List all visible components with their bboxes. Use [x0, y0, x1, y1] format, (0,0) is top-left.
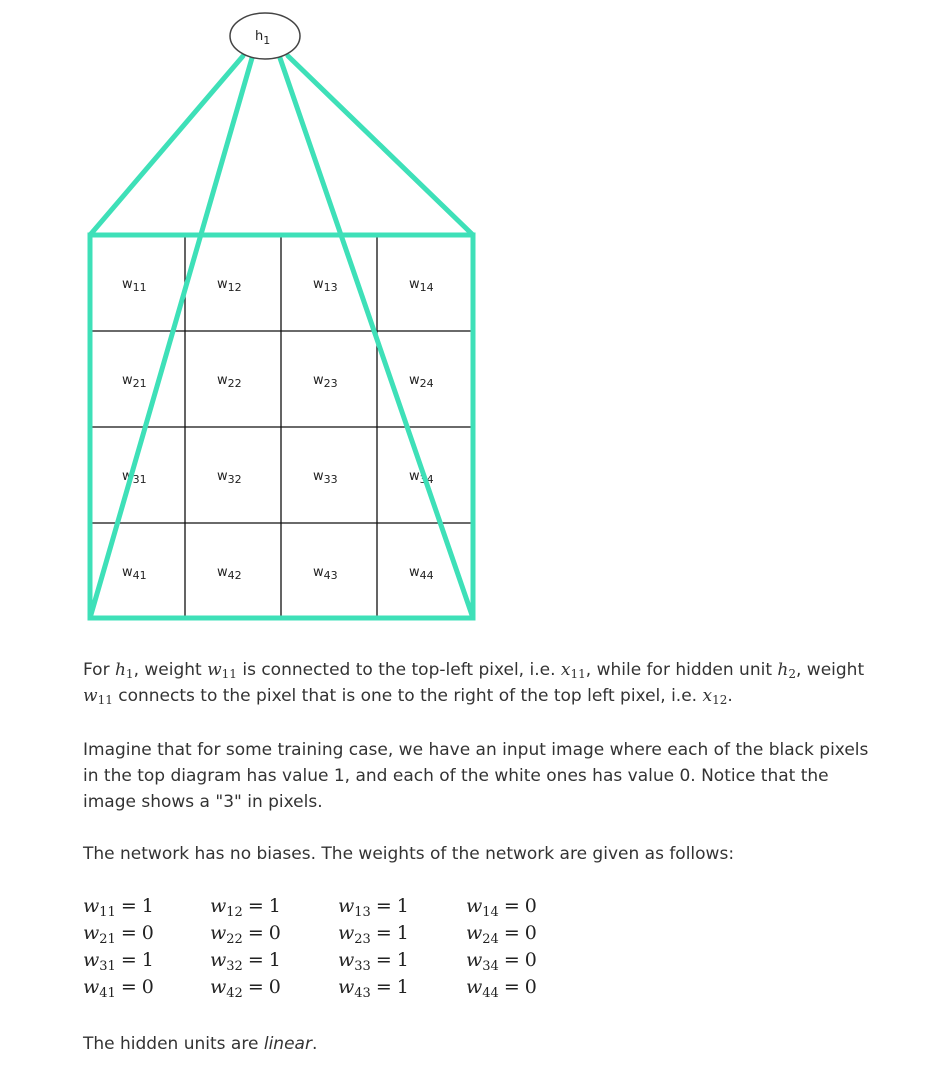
weight-label-w22: w22	[217, 373, 242, 390]
weight-eq-w34: w34=0	[466, 949, 537, 974]
weight-label-w24: w24	[409, 373, 434, 390]
connection-top-left	[87, 53, 246, 238]
hidden-unit-label: h1	[255, 29, 270, 47]
weight-label-w33: w33	[313, 469, 338, 486]
weight-eq-w22: w22=0	[210, 922, 281, 947]
math-x12: x12	[702, 686, 728, 707]
weight-eq-w21: w21=0	[83, 922, 154, 947]
math-x11: x11	[560, 660, 586, 681]
math-w11-b: w11	[83, 686, 113, 707]
weight-label-w31: w31	[122, 469, 147, 486]
paragraph-input-image: Imagine that for some training case, we …	[83, 740, 869, 812]
grid-border	[87, 232, 476, 621]
weight-label-w14: w14	[409, 277, 434, 294]
weight-eq-w41: w41=0	[83, 976, 154, 1001]
hidden-unit-node	[229, 12, 301, 60]
math-h2: h2	[777, 660, 796, 681]
weight-label-w42: w42	[217, 565, 242, 582]
math-h1: h1	[114, 660, 134, 681]
math-w11: w11	[207, 660, 237, 681]
weight-label-w12: w12	[217, 277, 242, 294]
weight-eq-w12: w12=1	[210, 895, 281, 920]
pixel-grid	[90, 235, 473, 618]
weight-eq-w44: w44=0	[466, 976, 537, 1001]
weight-eq-w24: w24=0	[466, 922, 537, 947]
weight-label-w23: w23	[313, 373, 338, 390]
weight-label-w41: w41	[122, 565, 147, 582]
paragraph-weight-connection: For h1, weight w11 is connected to the t…	[83, 660, 865, 707]
weight-eq-w23: w23=1	[338, 922, 409, 947]
weight-eq-w11: w11=1	[83, 895, 154, 920]
weight-eq-w13: w13=1	[338, 895, 409, 920]
weight-label-w11: w11	[122, 277, 147, 294]
paragraph-linear-units: The hidden units are linear.	[83, 1034, 318, 1054]
connection-bottom-left	[87, 55, 255, 621]
weight-eq-w31: w31=1	[83, 949, 154, 974]
weight-label-w13: w13	[313, 277, 338, 294]
weight-eq-w42: w42=0	[210, 976, 281, 1001]
weight-eq-w14: w14=0	[466, 895, 537, 920]
paragraph-no-biases: The network has no biases. The weights o…	[83, 844, 735, 864]
connection-bottom-right	[277, 55, 476, 621]
weight-label-w44: w44	[409, 565, 434, 582]
connection-lines	[87, 53, 476, 621]
weight-label-w21: w21	[122, 373, 147, 390]
weight-label-w43: w43	[313, 565, 338, 582]
connection-top-right	[285, 53, 476, 238]
weight-eq-w33: w33=1	[338, 949, 409, 974]
weight-eq-w32: w32=1	[210, 949, 281, 974]
weight-eq-w43: w43=1	[338, 976, 409, 1001]
weight-label-w32: w32	[217, 469, 242, 486]
